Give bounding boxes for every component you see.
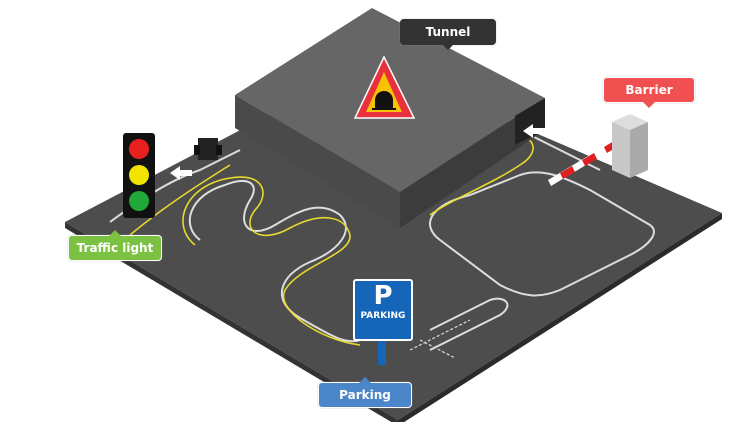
direction-arrow-icon bbox=[523, 124, 545, 138]
traffic-light-icon bbox=[123, 133, 155, 218]
robot-car-icon bbox=[194, 138, 222, 160]
parking-label: Parking bbox=[318, 377, 412, 408]
parking-slot bbox=[409, 319, 471, 359]
tunnel-warning-sign-icon bbox=[353, 55, 416, 119]
track-floor bbox=[65, 62, 722, 420]
parking-sign-post bbox=[378, 335, 386, 365]
barrier-label: Barrier bbox=[603, 77, 695, 108]
traffic-light-label: Traffic light bbox=[68, 230, 162, 261]
tunnel-label: Tunnel bbox=[400, 19, 496, 50]
track-outline bbox=[109, 129, 655, 351]
barrier-icon bbox=[548, 114, 648, 186]
parking-sign-letter: P bbox=[373, 281, 393, 311]
direction-arrow-icon bbox=[170, 166, 192, 180]
parking-sign: P PARKING bbox=[353, 279, 413, 341]
parking-sign-text: PARKING bbox=[360, 311, 406, 321]
